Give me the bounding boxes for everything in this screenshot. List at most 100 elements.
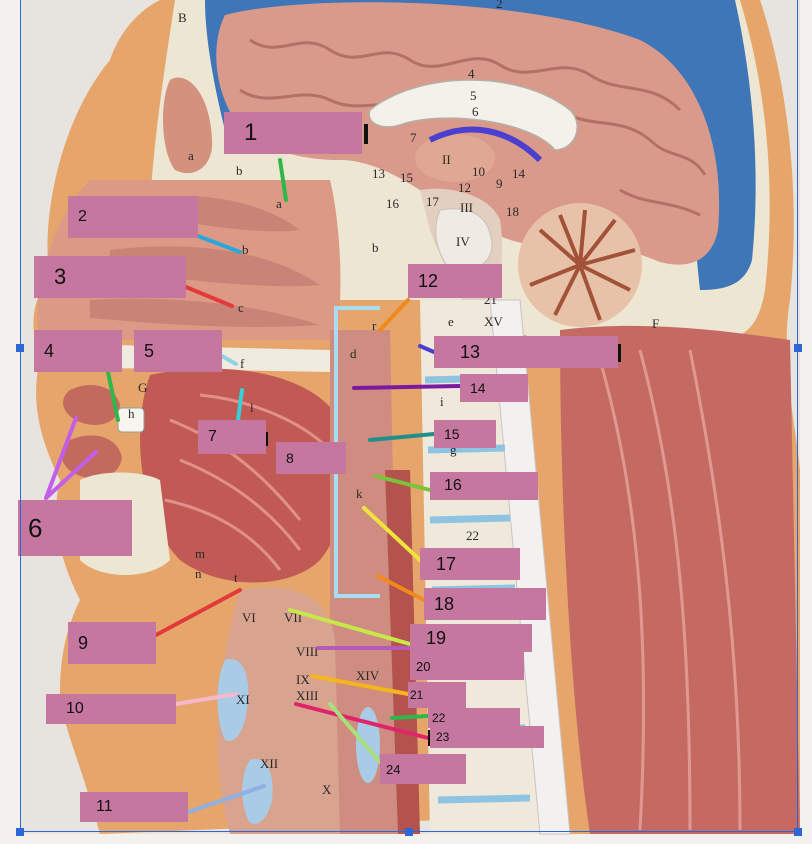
mark-B: B	[178, 10, 187, 25]
mark-4: 4	[468, 66, 475, 81]
label-19[interactable]: 19	[410, 624, 532, 652]
tongue-muscle-fibers	[164, 393, 332, 571]
label-23-cursor	[428, 730, 430, 746]
esophagus	[385, 470, 420, 834]
mark-g: g	[450, 442, 457, 457]
leader-line-6b	[44, 450, 98, 500]
mark-F: F	[652, 316, 659, 331]
mark-l: l	[250, 400, 254, 415]
label-23[interactable]: 23	[430, 726, 544, 748]
leader-line-15	[368, 432, 436, 442]
leader-line-18	[376, 574, 426, 602]
mark-roman-X: X	[322, 782, 332, 797]
mark-c: c	[238, 300, 244, 315]
leader-line-17	[362, 506, 422, 562]
mark-roman-IX: IX	[296, 672, 310, 687]
label-15[interactable]: 15	[434, 420, 496, 448]
mark-14: 14	[512, 166, 526, 181]
label-3[interactable]: 3	[34, 256, 186, 298]
leader-line-16	[374, 474, 432, 492]
mark-roman-XV: XV	[484, 314, 503, 329]
cerebrum	[216, 2, 720, 265]
leader-line-4	[106, 370, 120, 422]
resize-handle-bottom-right[interactable]	[794, 828, 802, 836]
mark-roman-XI: XI	[236, 692, 250, 707]
resize-handle-bottom[interactable]	[405, 828, 413, 836]
mark-a1: a	[188, 148, 194, 163]
label-4[interactable]: 4	[34, 330, 122, 372]
label-22[interactable]: 22	[428, 708, 520, 728]
mark-12: 12	[458, 180, 471, 195]
mark-13: 13	[372, 166, 385, 181]
mark-G: G	[138, 380, 147, 395]
leader-line-2	[196, 234, 242, 254]
leader-line-21	[310, 674, 410, 696]
thalamus	[415, 134, 495, 182]
mark-roman-XIV: XIV	[356, 668, 380, 683]
label-11[interactable]: 11	[80, 792, 188, 822]
mark-e: e	[448, 314, 454, 329]
label-16[interactable]: 16	[430, 472, 538, 500]
mark-b3: b	[372, 240, 379, 255]
tongue	[140, 368, 350, 583]
label-1-cursor	[364, 124, 368, 144]
arbor-vitae	[529, 209, 636, 321]
mark-roman-VI: VI	[242, 610, 256, 625]
mark-18: 18	[506, 204, 519, 219]
label-20[interactable]: 20	[410, 652, 524, 680]
mark-15: 15	[400, 170, 413, 185]
mark-7: 7	[410, 130, 417, 145]
upper-lip	[63, 385, 120, 425]
label-17[interactable]: 17	[420, 548, 520, 580]
label-13[interactable]: 13	[434, 336, 618, 368]
nasal-conchae	[90, 196, 320, 328]
label-9[interactable]: 9	[68, 622, 156, 664]
label-1[interactable]: 1	[224, 112, 362, 154]
leader-line-9	[154, 588, 242, 637]
mark-roman-III: III	[460, 200, 473, 215]
resize-handle-left[interactable]	[16, 344, 24, 352]
label-7[interactable]: 7	[198, 420, 266, 454]
leader-line-11	[186, 784, 266, 814]
mark-5: 5	[470, 88, 477, 103]
label-8[interactable]: 8	[276, 442, 346, 474]
resize-handle-bottom-left[interactable]	[16, 828, 24, 836]
mark-n: n	[195, 566, 202, 581]
leader-line-7	[236, 388, 244, 422]
label-6[interactable]: 6	[18, 500, 132, 556]
choroid-plexus	[428, 126, 543, 163]
mark-i: i	[440, 394, 444, 409]
label-5[interactable]: 5	[134, 330, 222, 372]
mark-b1: b	[236, 163, 243, 178]
mark-a2: a	[276, 196, 282, 211]
label-2[interactable]: 2	[68, 196, 198, 238]
mark-roman-XIII: XIII	[296, 688, 318, 703]
label-24[interactable]: 24	[380, 754, 466, 784]
cricoid-cartilage	[242, 759, 273, 824]
neck-muscle-fibers	[598, 349, 742, 831]
mark-f: f	[240, 356, 245, 371]
leader-line-1	[278, 158, 288, 202]
mark-6: 6	[472, 104, 479, 119]
label-12[interactable]: 12	[408, 264, 502, 298]
resize-handle-right[interactable]	[794, 344, 802, 352]
label-21[interactable]: 21	[408, 682, 466, 708]
mark-9: 9	[496, 176, 503, 191]
leader-line-10	[174, 692, 238, 706]
mark-k: k	[356, 486, 363, 501]
pharynx	[330, 330, 400, 834]
leader-line-3	[184, 285, 234, 308]
label-14[interactable]: 14	[460, 374, 528, 402]
mark-roman-VIII: VIII	[296, 644, 318, 659]
mark-roman-IV: IV	[456, 234, 470, 249]
thyroid-cartilage	[217, 659, 249, 741]
corpus-callosum	[368, 79, 578, 151]
mark-2: 2	[496, 0, 503, 11]
leader-line-22	[390, 714, 430, 720]
mark-roman-XII: XII	[260, 756, 278, 771]
label-10[interactable]: 10	[46, 694, 176, 724]
mark-t: t	[234, 570, 238, 585]
mark-roman-II: II	[442, 152, 451, 167]
label-18[interactable]: 18	[424, 588, 546, 620]
